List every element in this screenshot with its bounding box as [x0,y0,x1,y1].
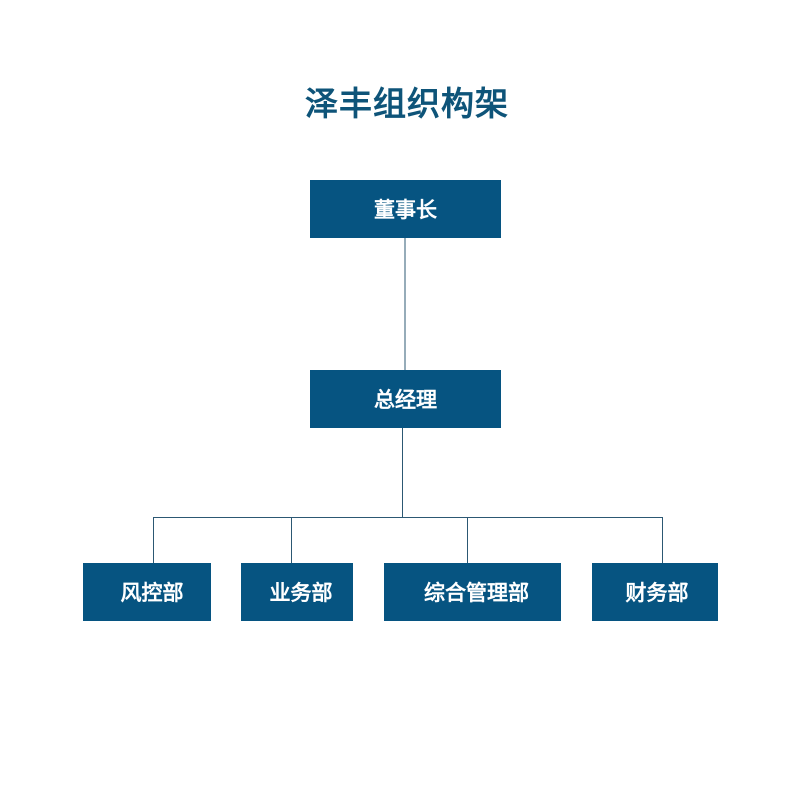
node-business-dept: 业务部 [241,563,353,621]
node-risk-control-dept: 风控部 [83,563,211,621]
node-general-admin-dept-label: 综合管理部 [424,581,529,605]
node-business-dept-label: 业务部 [269,581,333,605]
node-chairman-label: 董事长 [374,198,437,222]
node-finance-dept: 财务部 [592,563,718,621]
node-finance-dept-label: 财务部 [625,581,689,605]
chart-title: 泽丰组织构架 [305,84,509,123]
node-general-manager-label: 总经理 [374,388,437,412]
node-risk-control-dept-label: 风控部 [120,581,184,605]
node-general-admin-dept: 综合管理部 [384,563,561,621]
node-chairman: 董事长 [310,180,501,238]
node-general-manager: 总经理 [310,370,501,428]
